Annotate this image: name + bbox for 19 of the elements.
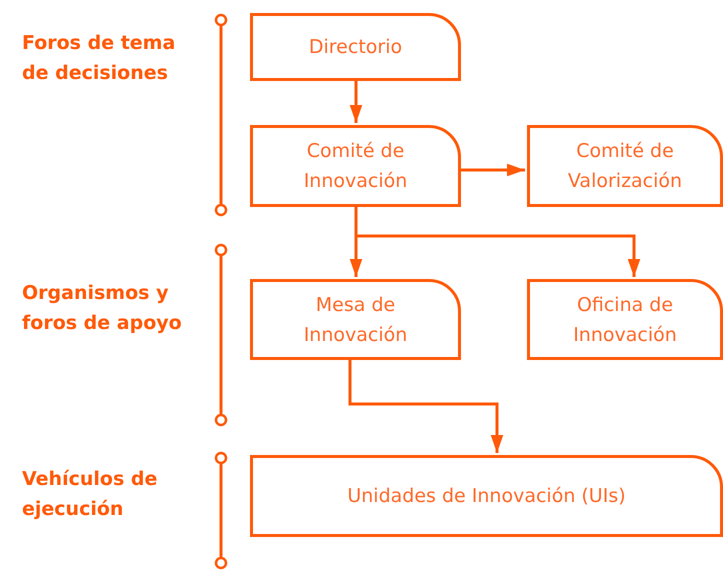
process-box bbox=[527, 125, 723, 207]
box-text: Comité de Valorización bbox=[566, 139, 684, 194]
arrow bbox=[354, 207, 640, 277]
arrow bbox=[350, 81, 362, 123]
process-box bbox=[527, 279, 723, 360]
section-label: Organismos y foros de apoyo bbox=[22, 281, 183, 336]
box-text: Directorio bbox=[308, 35, 402, 60]
box-text: Comité de Innovación bbox=[302, 139, 408, 194]
process-box bbox=[250, 279, 461, 360]
section-label: Foros de tema de decisiones bbox=[22, 31, 176, 86]
box-text: Unidades de Innovación (UIs) bbox=[347, 484, 626, 509]
section-label: Vehículos de ejecución bbox=[22, 467, 158, 522]
arrow bbox=[348, 360, 504, 453]
process-box bbox=[250, 13, 461, 81]
process-box bbox=[250, 455, 723, 537]
box-text: Oficina de Innovación bbox=[572, 292, 678, 348]
box-text: Mesa de Innovación bbox=[302, 292, 408, 348]
arrow bbox=[461, 164, 525, 176]
process-box bbox=[250, 125, 461, 207]
